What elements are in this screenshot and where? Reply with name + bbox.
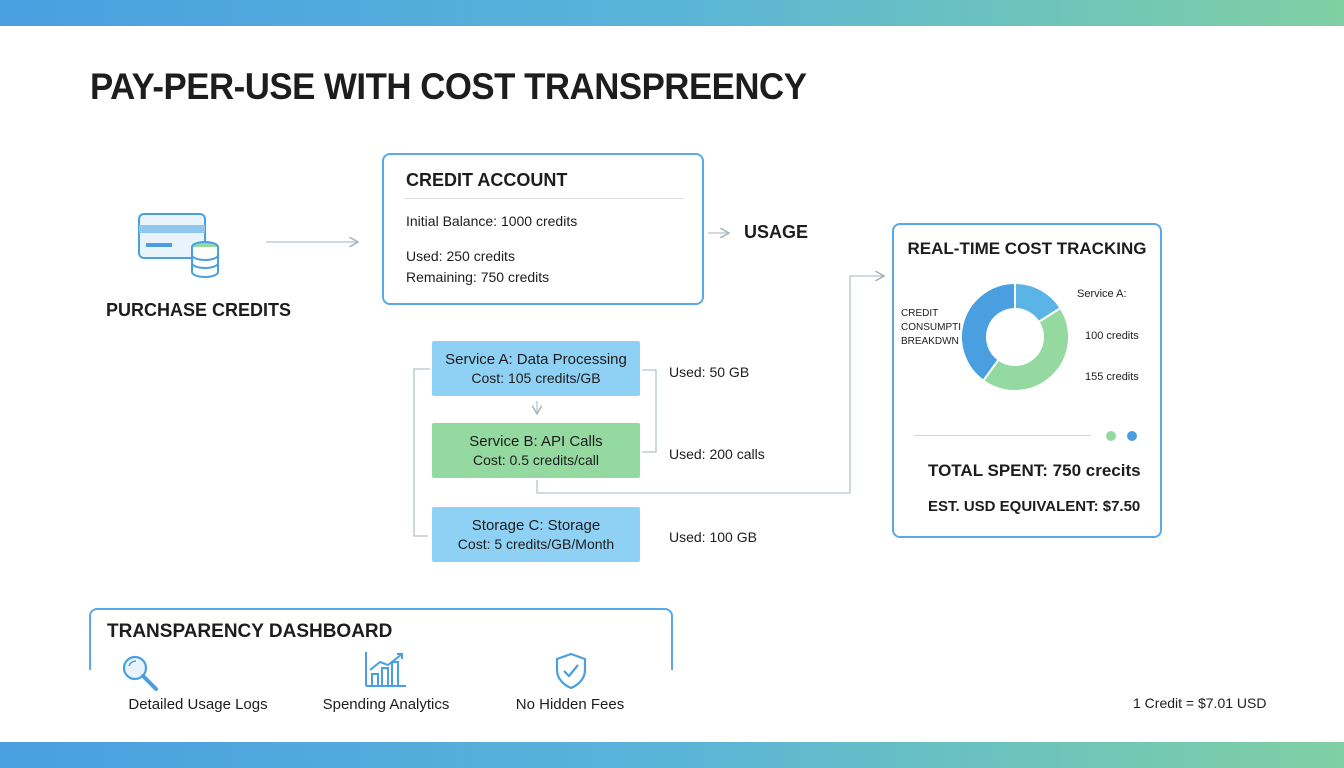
- donut-label-155-credits: 155 credits: [1085, 371, 1139, 383]
- service-b-name: Service B: API Calls: [469, 433, 603, 450]
- service-b-card: Service B: API Calls Cost: 0.5 credits/c…: [432, 423, 640, 478]
- usd-equivalent: EST. USD EQUIVALENT: $7.50: [928, 498, 1141, 515]
- feature-usage-logs: Detailed Usage Logs: [128, 696, 268, 713]
- bottom-gradient-bar: [0, 742, 1344, 768]
- credit-account-card: CREDIT ACCOUNT Initial Balance: 1000 cre…: [382, 153, 704, 305]
- tracking-divider: [914, 435, 1091, 436]
- transparency-dashboard-panel: [89, 608, 673, 670]
- feature-spending-analytics: Spending Analytics: [322, 696, 450, 713]
- donut-label-service-a: Service A:: [1077, 288, 1127, 300]
- services-to-tracking-arrow: [536, 276, 884, 494]
- service-a-name: Service A: Data Processing: [445, 351, 627, 368]
- breakdown-label: CREDIT CONSUMPTION BREAKDWN: [901, 308, 976, 347]
- legend-dot-green: [1106, 431, 1116, 441]
- storage-c-cost: Cost: 5 credits/GB/Month: [457, 536, 615, 552]
- tracking-title: REAL-TIME COST TRACKING: [907, 239, 1147, 258]
- divider: [404, 198, 684, 199]
- donut-slice-1: [981, 306, 1070, 392]
- legend-dot-blue: [1127, 431, 1137, 441]
- service-b-cost: Cost: 0.5 credits/call: [472, 452, 600, 468]
- magnifier-icon: [120, 653, 160, 698]
- donut-slice-2: [960, 282, 1016, 383]
- right-bracket-line: [642, 369, 657, 453]
- donut-label-100-credits: 100 credits: [1085, 330, 1139, 342]
- left-bracket-line: [413, 368, 430, 537]
- service-a-card: Service A: Data Processing Cost: 105 cre…: [432, 341, 640, 396]
- bar-chart-icon: [364, 650, 408, 693]
- conversion-footnote: 1 Credit = $7.01 USD: [1133, 695, 1267, 711]
- top-gradient-bar: [0, 0, 1344, 26]
- credit-card-coins-icon: [136, 211, 226, 288]
- usage-label: USAGE: [744, 222, 809, 242]
- consumption-donut-chart: [960, 282, 1070, 392]
- initial-balance: Initial Balance: 1000 credits: [406, 213, 578, 229]
- shield-check-icon: [554, 652, 588, 695]
- service-b-used: Used: 200 calls: [669, 446, 765, 462]
- storage-c-card: Storage C: Storage Cost: 5 credits/GB/Mo…: [432, 507, 640, 562]
- credit-account-title: CREDIT ACCOUNT: [406, 170, 568, 190]
- total-spent: TOTAL SPENT: 750 crecits: [928, 461, 1141, 480]
- feature-no-hidden-fees: No Hidden Fees: [515, 696, 625, 713]
- storage-c-name: Storage C: Storage: [471, 517, 601, 534]
- service-a-cost: Cost: 105 credits/GB: [471, 370, 601, 386]
- purchase-credits-label: PURCHASE CREDITS: [106, 300, 292, 320]
- dashboard-title: TRANSPARENCY DASHBOARD: [107, 621, 393, 642]
- storage-c-used: Used: 100 GB: [669, 529, 757, 545]
- used-credits: Used: 250 credits: [406, 248, 515, 264]
- page-title: PAY-PER-USE WITH COST TRANSPREENCY: [90, 66, 807, 107]
- remaining-credits: Remaining: 750 credits: [406, 269, 550, 285]
- service-a-used: Used: 50 GB: [669, 364, 750, 380]
